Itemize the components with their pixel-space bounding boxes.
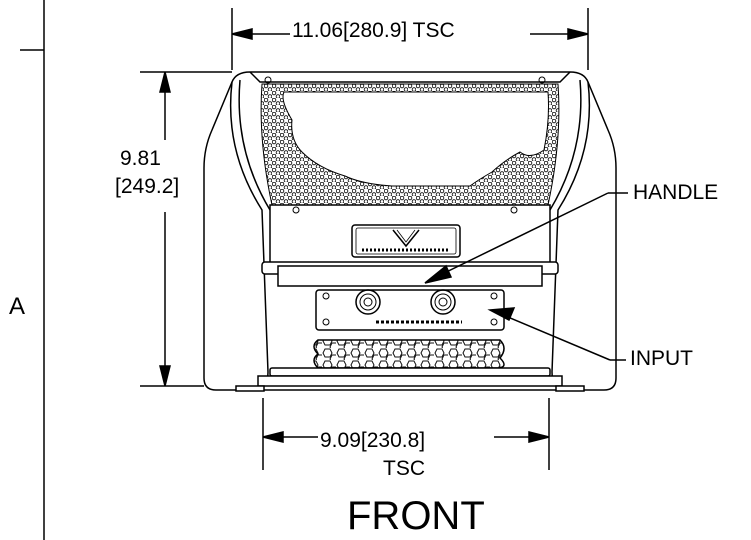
input-panel — [315, 289, 505, 331]
screw — [510, 206, 518, 214]
screw — [538, 76, 546, 84]
frame-zone-letter: A — [9, 293, 26, 320]
dimension-height — [140, 71, 232, 387]
logo-band — [269, 204, 551, 266]
overall-width-dimension-text: 11.06[280.9] TSC — [292, 19, 455, 42]
base-width-dimension-text: 9.09[230.8] — [320, 429, 426, 452]
screw — [292, 206, 300, 214]
handle-bar — [261, 261, 559, 287]
height-metric-text: [249.2] — [115, 175, 180, 198]
connector-icon — [355, 289, 381, 315]
view-label: FRONT — [347, 494, 485, 538]
input-callout-label: INPUT — [630, 347, 693, 370]
leader-handle — [424, 192, 628, 284]
leader-input — [487, 307, 626, 361]
dimension-overall-width — [231, 8, 589, 70]
dimension-base-width — [262, 398, 550, 470]
height-imperial-text: 9.81 — [120, 147, 161, 170]
base-width-suffix-text: TSC — [383, 457, 425, 480]
handle-callout-label: HANDLE — [633, 181, 719, 204]
screw — [264, 76, 272, 84]
speaker-grille-icon — [313, 339, 505, 369]
grille-cutout — [282, 91, 549, 187]
brand-logo-icon — [351, 224, 461, 258]
speaker-base — [235, 367, 585, 392]
connector-icon — [430, 289, 456, 315]
